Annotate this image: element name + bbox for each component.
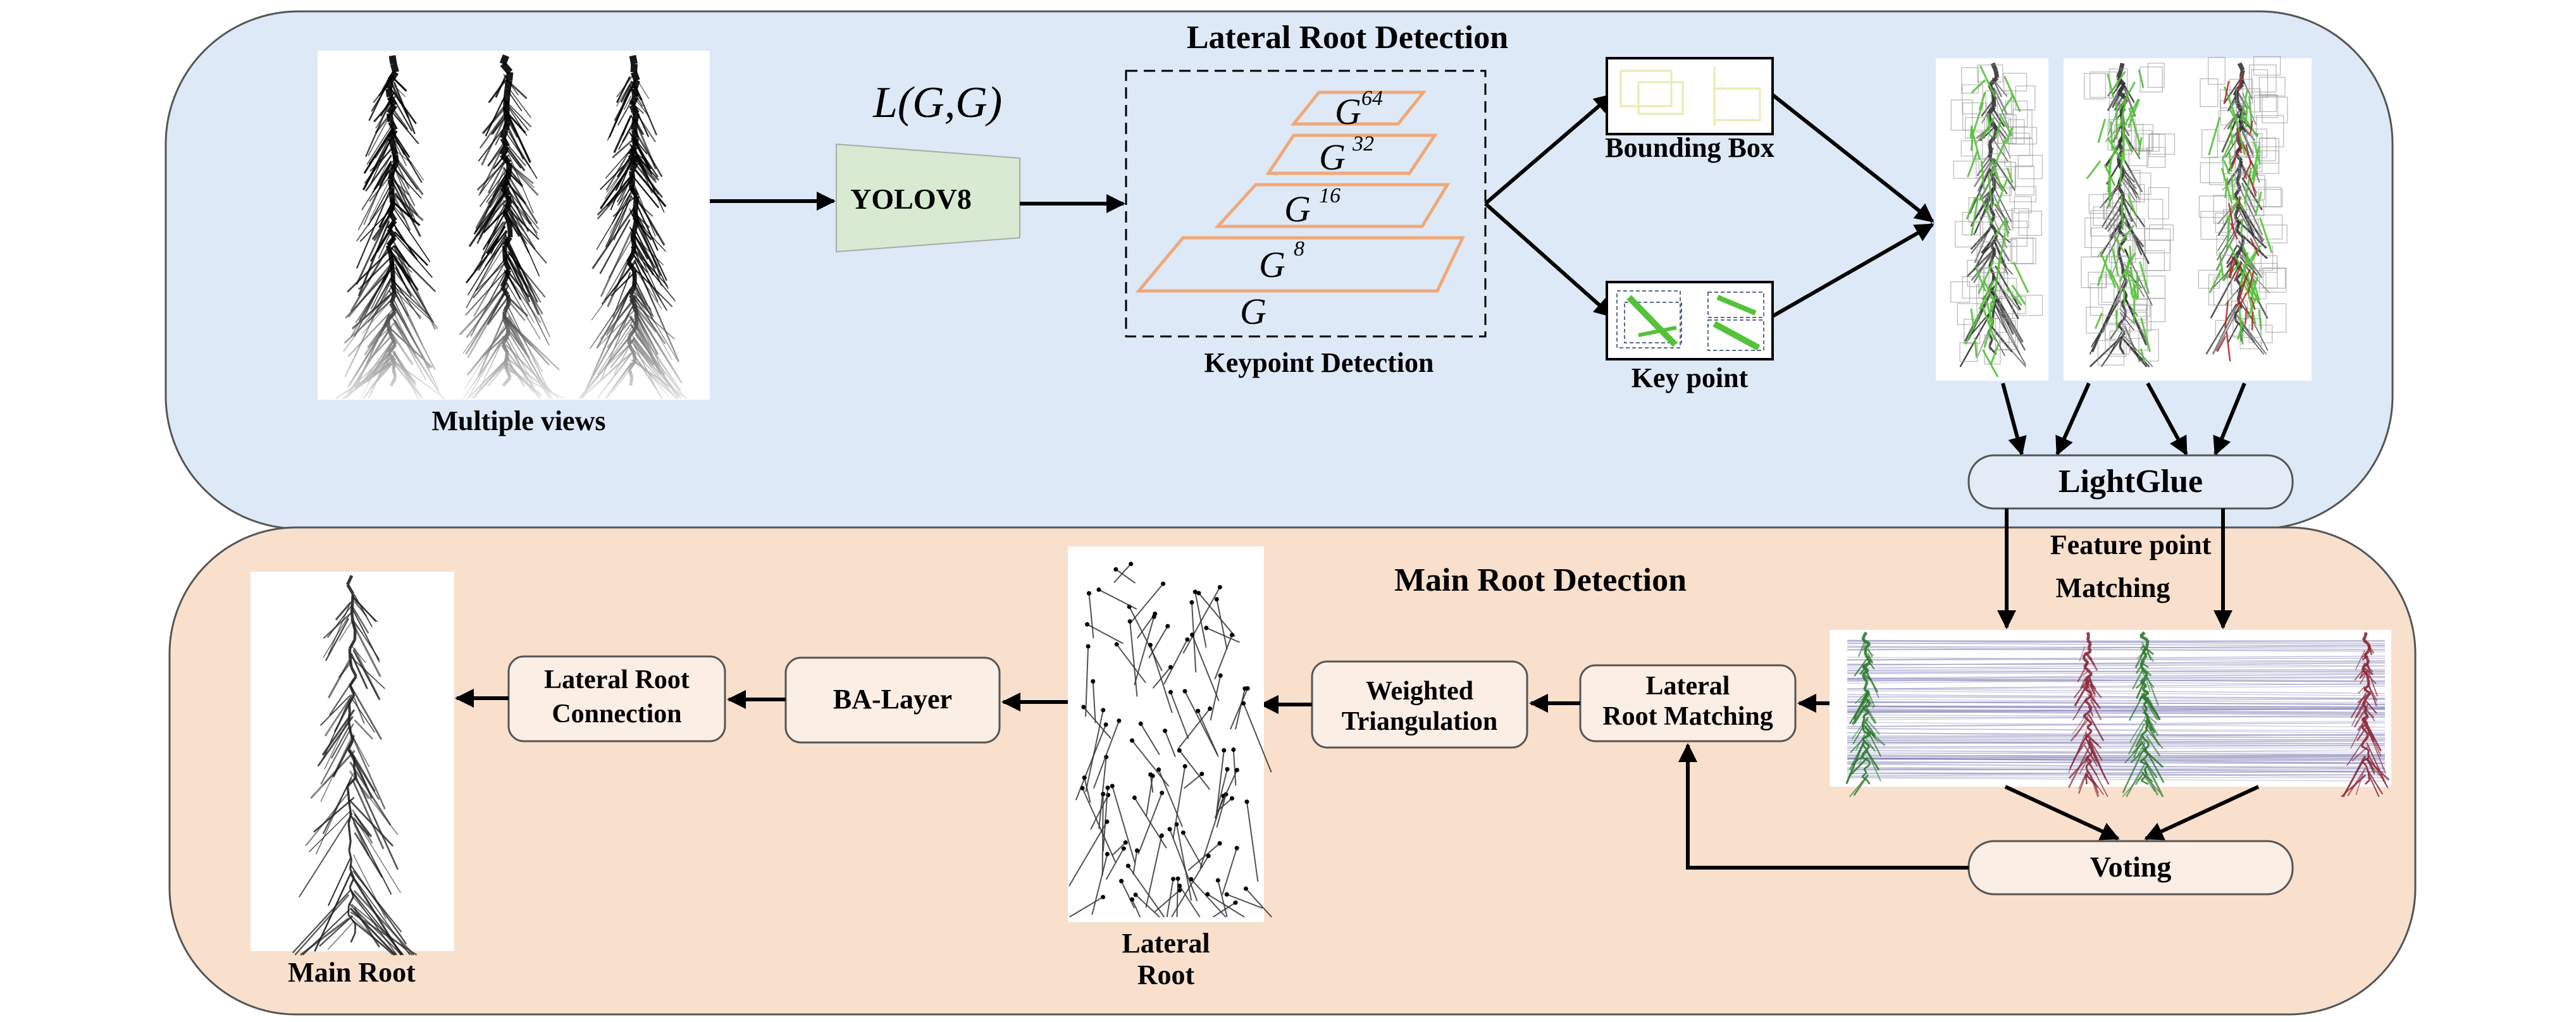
- svg-text:L(G,G): L(G,G): [872, 78, 1002, 127]
- multiple-views-image: [318, 51, 710, 400]
- lateral-root-connection-label-1: Lateral Root: [544, 665, 690, 694]
- lightglue-label: LightGlue: [2059, 464, 2203, 500]
- pyramid-sup-32: 32: [1352, 132, 1374, 156]
- weighted-triangulation-label-1: Weighted: [1366, 677, 1473, 706]
- weighted-triangulation-label-2: Triangulation: [1342, 707, 1498, 736]
- yolo-block: [836, 143, 1020, 253]
- voting-label: Voting: [2090, 851, 2172, 883]
- keypoint-detection-label: Keypoint Detection: [1204, 347, 1434, 378]
- pyramid-layer-8: [1135, 236, 1465, 293]
- pyramid-layer-64: [1290, 90, 1427, 126]
- bounding-box-thumbnail: [1606, 57, 1774, 135]
- lateral-root-label-2: Root: [1137, 959, 1195, 990]
- arrow-bbox-to-results: [1771, 93, 1935, 223]
- multiple-views-label: Multiple views: [432, 405, 606, 436]
- feature-point-label-1: Feature point: [2050, 529, 2212, 560]
- pyramid-sup-8: 8: [1294, 237, 1304, 261]
- pyramid-label-32: G: [1319, 137, 1346, 178]
- arrow-matching-to-voting-right: [2144, 785, 2260, 840]
- arrow-pyramid-to-bbox: [1484, 93, 1614, 206]
- main-root-label: Main Root: [288, 957, 416, 988]
- arrow-result2b-to-lightglue: [2213, 382, 2246, 456]
- detection-result-view-2: [2064, 56, 2312, 381]
- key-point-label: Key point: [1632, 362, 1749, 393]
- pyramid-label-64: G: [1335, 91, 1361, 132]
- lateral-root-image: [1068, 546, 1272, 922]
- bounding-box-label: Bounding Box: [1605, 132, 1774, 163]
- pyramid-label-8: G: [1259, 244, 1285, 285]
- lateral-root-matching-label-1: Lateral: [1646, 672, 1730, 701]
- arrow-voting-to-lateral-matching: [1678, 743, 1969, 870]
- ba-layer-label: BA-Layer: [833, 684, 952, 715]
- arrow-keypoint-to-results: [1771, 223, 1935, 318]
- feature-pyramid: [1135, 90, 1465, 293]
- arrow-result1b-to-lightglue: [2055, 382, 2091, 456]
- lateral-root-label-1: Lateral: [1122, 928, 1210, 959]
- keypoint-detection-box: [1125, 70, 1487, 338]
- top-panel-title: Lateral Root Detection: [1187, 20, 1508, 56]
- lightglue-block: [1967, 454, 2294, 510]
- pyramid-sup-16: 16: [1319, 184, 1341, 207]
- feature-matching-image: [1830, 630, 2391, 797]
- arrow-pyramid-to-keypoint: [1484, 202, 1614, 318]
- feature-point-label-2: Matching: [2056, 572, 2170, 603]
- arrow-result1a-to-lightglue: [2001, 383, 2027, 456]
- arrow-result2a-to-lightglue: [2146, 382, 2188, 456]
- lateral-root-matching-label-2: Root Matching: [1602, 702, 1773, 731]
- key-point-thumbnail: [1606, 281, 1774, 360]
- lateral-root-connection-label-2: Connection: [552, 699, 681, 729]
- yolo-label: YOLOV8: [850, 183, 972, 215]
- detection-result-view-1: [1936, 58, 2048, 381]
- pyramid-label-16: G: [1284, 188, 1311, 230]
- loss-label: L(G,G): [872, 78, 1002, 127]
- pyramid-layer-16: [1214, 183, 1451, 228]
- main-root-image: [251, 572, 454, 956]
- pyramid-sup-64: 64: [1361, 87, 1383, 110]
- arrow-matching-to-voting-left: [2004, 785, 2120, 840]
- bottom-panel-title: Main Root Detection: [1394, 562, 1687, 598]
- pyramid-label-base: G: [1240, 291, 1266, 332]
- pyramid-layer-32: [1265, 133, 1438, 175]
